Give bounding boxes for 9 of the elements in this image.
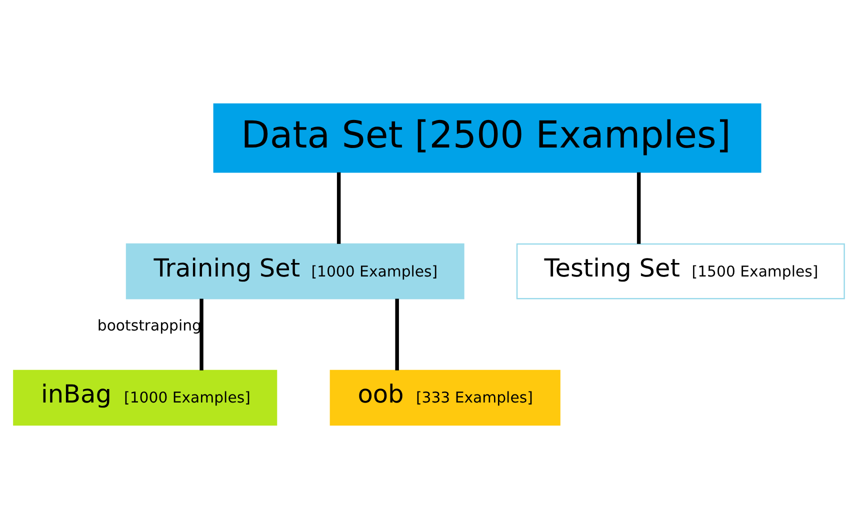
node-box: oob [333 Examples] — [330, 370, 560, 426]
connector — [200, 298, 204, 370]
node-box: Data Set [2500 Examples] — [213, 103, 762, 173]
node-box: inBag [1000 Examples] — [13, 370, 278, 426]
connector — [636, 172, 641, 244]
node-box: Training Set [1000 Examples] — [126, 243, 464, 300]
connector — [395, 298, 399, 370]
node-box: Testing Set [1500 Examples] — [516, 243, 845, 300]
connector — [336, 172, 341, 244]
